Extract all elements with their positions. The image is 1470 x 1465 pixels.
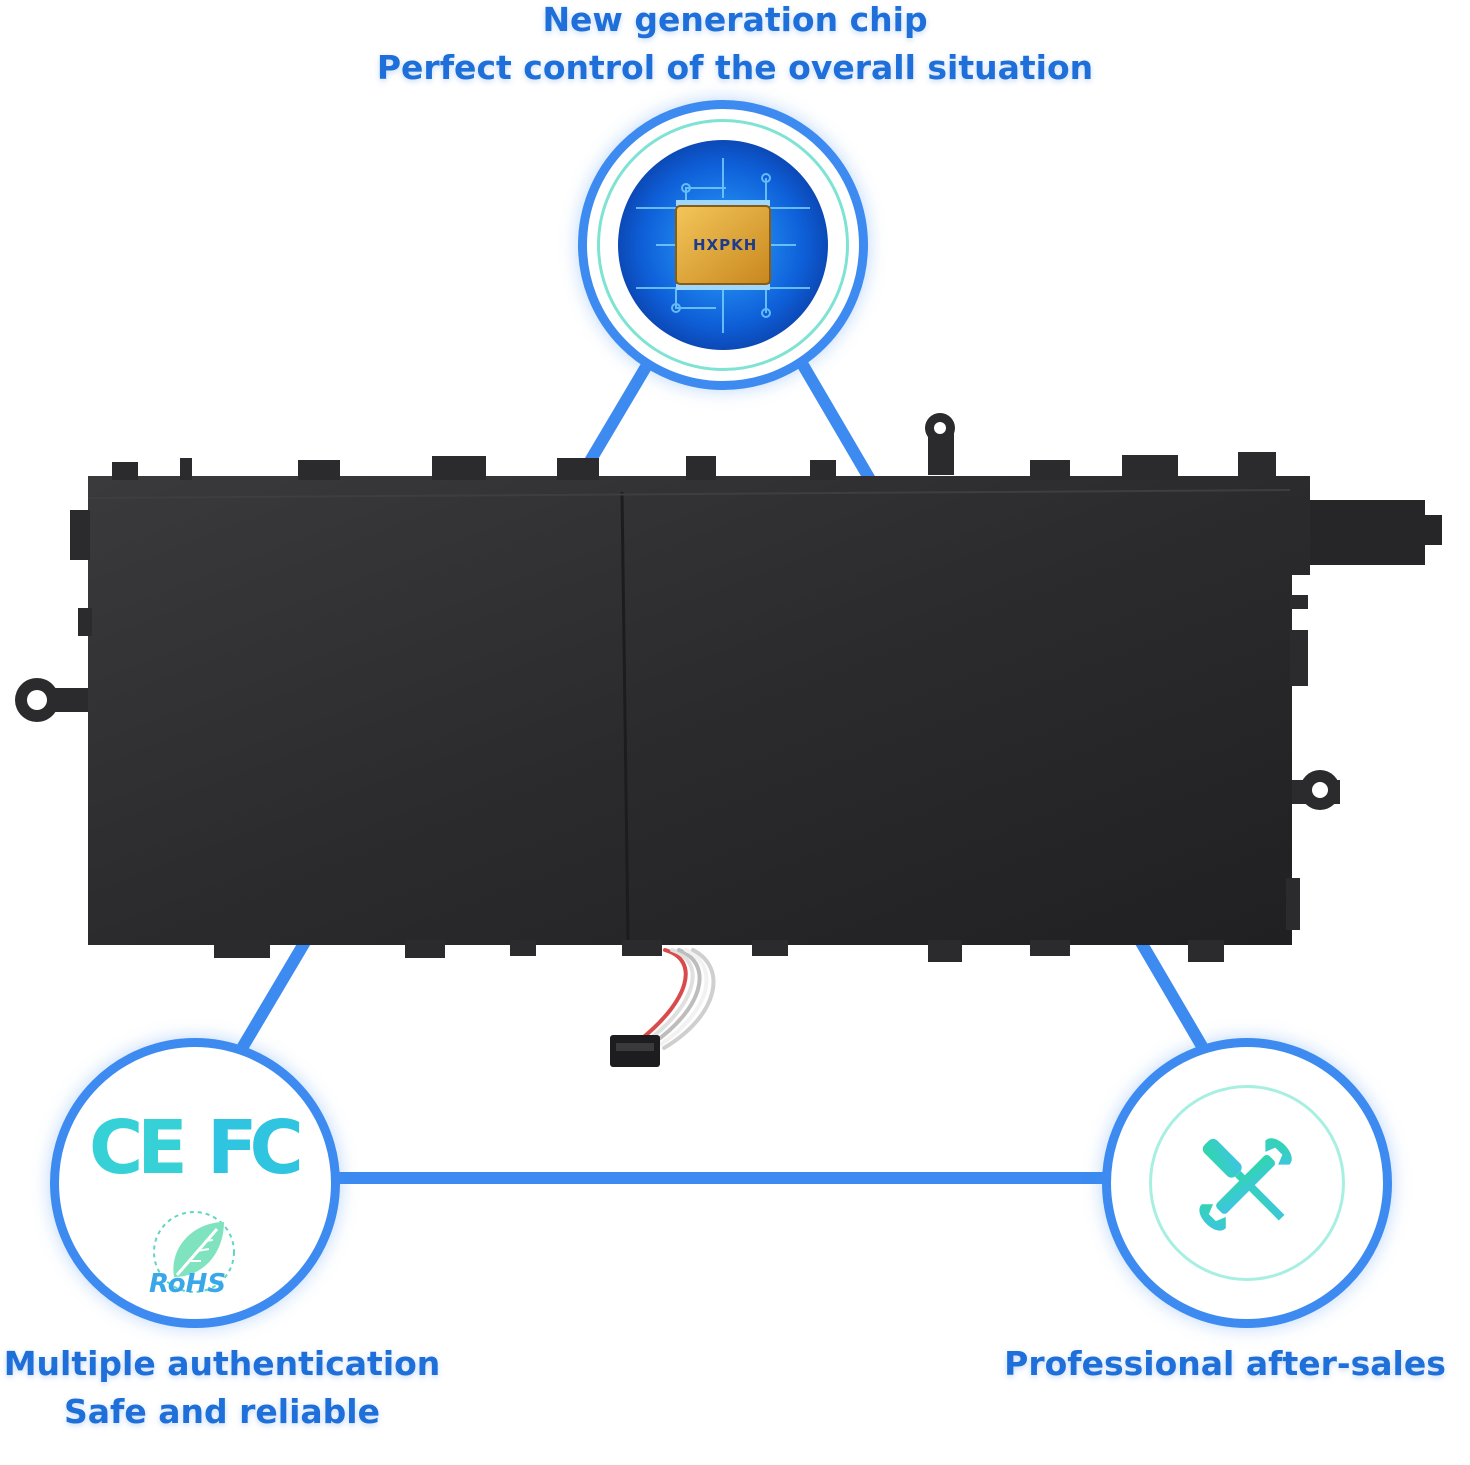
headline-authentication-line1: Multiple authentication	[3, 1344, 441, 1383]
chip-brand-label: HXPKH	[693, 236, 758, 254]
headline-chip-line1: New generation chip	[542, 0, 928, 39]
rohs-leaf-icon	[153, 1211, 235, 1293]
fcc-mark-icon: FC	[207, 1105, 304, 1191]
headline-authentication-line2: Safe and reliable	[64, 1392, 380, 1431]
chip-icon	[618, 140, 828, 350]
tools-icon	[1199, 1138, 1292, 1231]
headline-chip: New generation chip Perfect control of t…	[235, 0, 1235, 92]
ce-mark-icon: CE	[89, 1105, 188, 1191]
certification-badge: CE FC RoHS	[50, 1038, 340, 1328]
headline-chip-line2: Perfect control of the overall situation	[376, 48, 1094, 87]
headline-after-sales: Professional after-sales	[1000, 1340, 1450, 1388]
badge-inner-ring	[597, 119, 849, 371]
badge-inner-ring	[1149, 1085, 1345, 1281]
headline-authentication: Multiple authentication Safe and reliabl…	[0, 1340, 444, 1436]
rohs-label: RoHS	[149, 1269, 227, 1299]
headline-after-sales-line1: Professional after-sales	[1004, 1344, 1446, 1383]
blank-panel	[1035, 1390, 1470, 1465]
after-sales-badge	[1102, 1038, 1392, 1328]
chip-badge: HXPKH	[578, 100, 868, 390]
